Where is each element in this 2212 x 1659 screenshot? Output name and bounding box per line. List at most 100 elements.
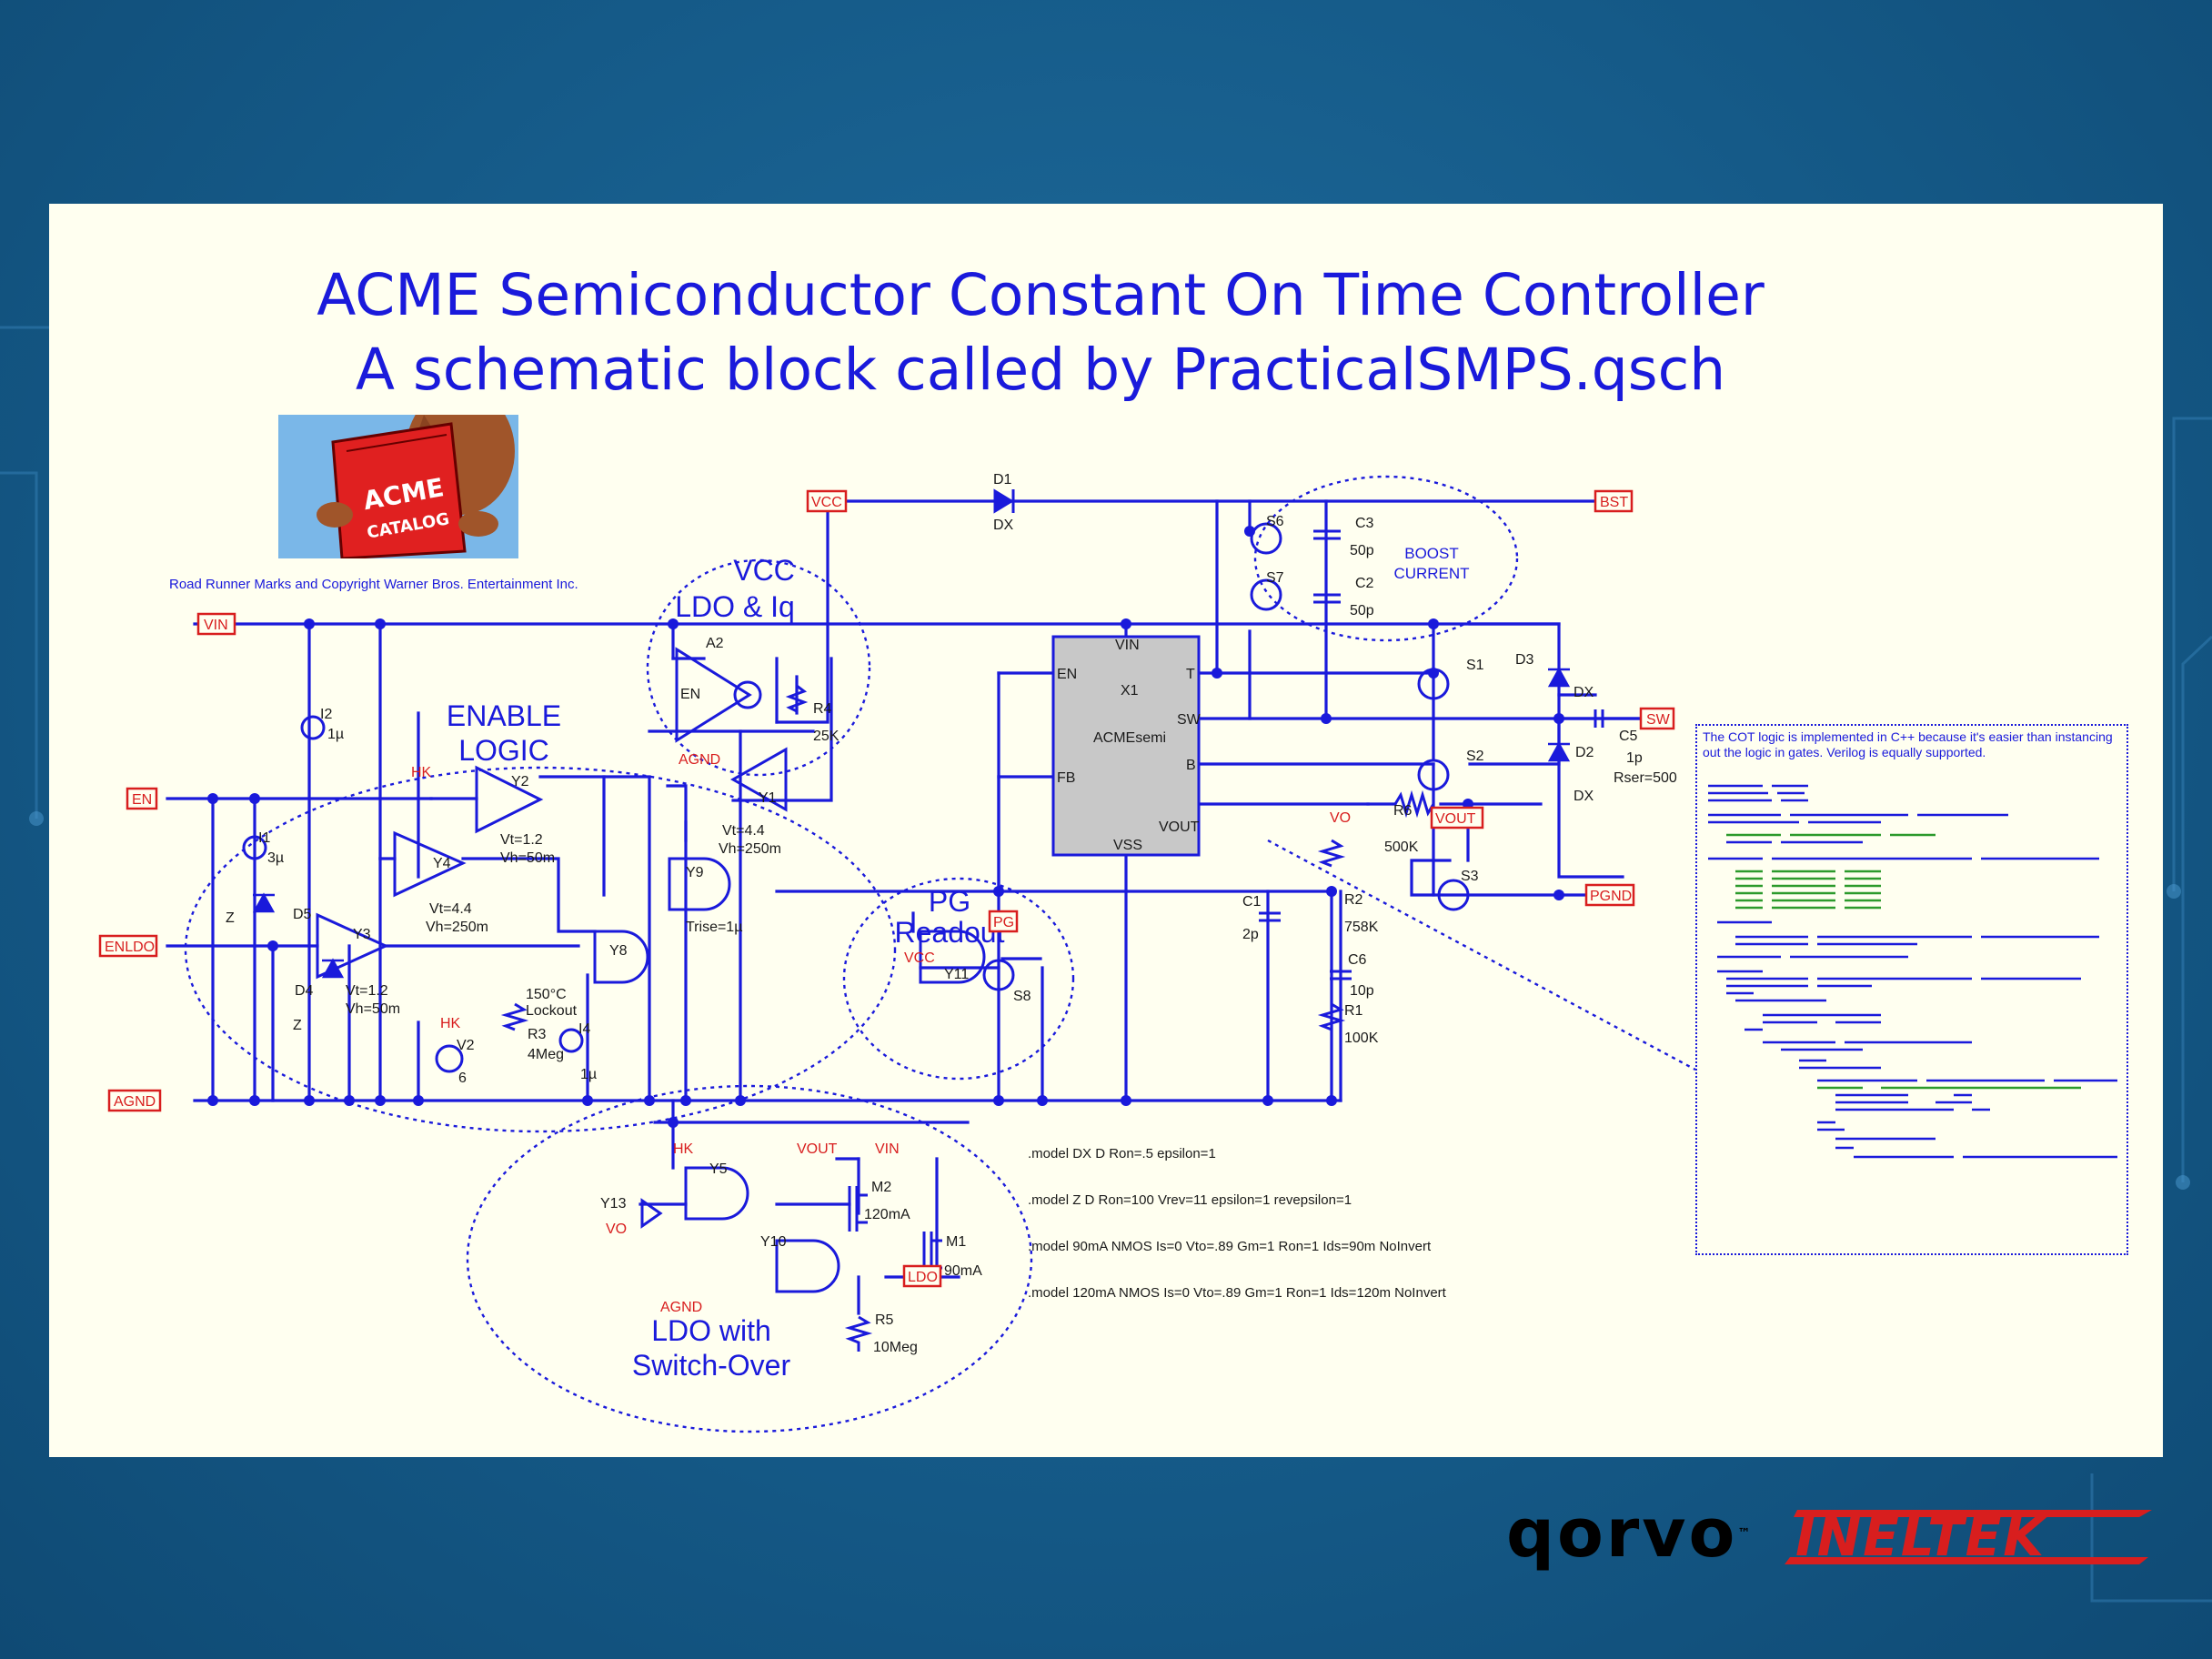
net-label-vin-2: VIN [875, 1141, 900, 1157]
gate-y9 [668, 857, 731, 911]
c2-label: C2 [1355, 576, 1374, 591]
resistor-r1 [1317, 1002, 1346, 1031]
switch-s2 [1417, 759, 1450, 791]
net-label-en: EN [132, 792, 152, 808]
c5-rser: Rser=500 [1614, 770, 1677, 786]
y11-label: Y11 [944, 967, 969, 982]
resistor-r4 [785, 684, 809, 713]
buffer-y13 [640, 1198, 663, 1229]
d5-model: Z [226, 910, 235, 926]
x1-part-name: ACMEsemi [1093, 730, 1166, 746]
acme-catalog-image: ACME CATALOG [278, 415, 518, 558]
c3-label: C3 [1355, 516, 1374, 531]
model-120ma: .model 120mA NMOS Is=0 Vto=.89 Gm=1 Ron=… [1028, 1285, 1446, 1301]
resistor-r6 [1393, 789, 1435, 819]
y3-vt: Vt=1.2 [346, 983, 388, 999]
y2-label: Y2 [511, 774, 529, 789]
switch-s6 [1250, 522, 1282, 555]
gate-y5 [684, 1166, 749, 1221]
x1-pin-vin: VIN [1115, 638, 1140, 653]
r6-value: 500K [1384, 840, 1419, 855]
resistor-r2 [1317, 839, 1346, 868]
i1-value: 3µ [267, 850, 284, 866]
net-label-vout: VOUT [1435, 811, 1476, 827]
d1-model: DX [993, 518, 1014, 533]
mosfet-m2 [848, 1186, 868, 1232]
net-label-ldo: LDO [908, 1270, 938, 1285]
diode-d2 [1547, 741, 1571, 762]
v2-label: V2 [457, 1038, 475, 1053]
comparator-y1 [729, 747, 788, 812]
net-label-vcc: VCC [811, 495, 842, 510]
resistor-r5 [844, 1315, 873, 1352]
r2-label: R2 [1344, 892, 1363, 908]
x1-acmesemi-ic [1051, 635, 1201, 857]
qorvo-wordmark: qorvo [1506, 1494, 1738, 1573]
m1-label: M1 [946, 1234, 966, 1250]
s2-label: S2 [1466, 749, 1484, 764]
ineltek-logo: INELTEK [1779, 1497, 2161, 1570]
y4-vt: Vt=4.4 [429, 901, 472, 917]
comparator-y4 [393, 830, 467, 898]
model-dx: .model DX D Ron=.5 epsilon=1 [1028, 1146, 1216, 1161]
c1-value: 2p [1242, 927, 1259, 942]
c5-label: C5 [1619, 729, 1638, 744]
y10-label: Y10 [760, 1234, 787, 1250]
switch-s3 [1437, 879, 1470, 911]
current-source-i2 [300, 715, 326, 740]
x1-pin-vss: VSS [1113, 838, 1142, 853]
qorvo-logo: qorvo™ [1506, 1497, 1752, 1570]
ineltek-wordmark: INELTEK [1795, 1506, 2047, 1568]
code-pointer-line [1267, 839, 1696, 1071]
s3-label: S3 [1461, 869, 1479, 884]
d5-label: D5 [293, 907, 312, 922]
net-label-vin: VIN [204, 618, 228, 633]
capacitor-c1 [1259, 911, 1281, 922]
d4-label: D4 [295, 983, 314, 999]
net-label-hk-1: HK [411, 765, 432, 780]
cpp-code-panel: The COT logic is implemented in C++ beca… [1695, 724, 2128, 1255]
d2-model: DX [1574, 789, 1594, 804]
ldo-switchover-boundary [466, 1084, 1033, 1433]
ldo-switchover-label-2: Switch-Over [632, 1349, 791, 1382]
x1-pin-fb: FB [1057, 770, 1075, 786]
code-panel-heading: The COT logic is implemented in C++ beca… [1703, 729, 2113, 759]
c3-value: 50p [1350, 543, 1374, 558]
lockout-label-2: Lockout [526, 1003, 578, 1019]
boost-current-label-1: BOOST [1404, 545, 1459, 562]
qorvo-trademark: ™ [1737, 1526, 1754, 1541]
comparator-y3 [316, 912, 389, 980]
y1-vt: Vt=4.4 [722, 823, 765, 839]
net-label-bst: BST [1600, 495, 1628, 510]
mosfet-m1 [922, 1232, 942, 1277]
comparator-y2 [475, 765, 544, 834]
m2-value: 120mA [864, 1207, 910, 1222]
m1-value: 90mA [944, 1263, 982, 1279]
slide-title-line-2: A schematic block called by PracticalSMP… [355, 337, 1726, 403]
net-label-sw: SW [1646, 712, 1671, 728]
diode-d3 [1547, 667, 1571, 688]
d2-label: D2 [1575, 745, 1594, 760]
capacitor-c3 [1313, 529, 1341, 540]
pg-readout-label-2: Readout [895, 916, 1005, 949]
i1-label: I1 [258, 830, 270, 846]
code-lines-graphic [1708, 784, 2117, 1159]
a2-en-pin: EN [680, 687, 700, 702]
amplifier-a2 [675, 647, 752, 743]
model-z: .model Z D Ron=100 Vrev=11 epsilon=1 rev… [1028, 1192, 1352, 1208]
r3-value: 4Meg [528, 1047, 564, 1062]
pg-readout-label-1: PG [929, 885, 970, 918]
c5-value: 1p [1626, 750, 1643, 766]
y2-vt: Vt=1.2 [500, 832, 543, 848]
voltage-source-v2 [435, 1044, 464, 1073]
y9-label: Y9 [686, 865, 704, 880]
s7-label: S7 [1266, 570, 1284, 586]
slide-title-line-1: ACME Semiconductor Constant On Time Cont… [317, 262, 1765, 328]
capacitor-c2 [1313, 593, 1341, 604]
y4-label: Y4 [433, 856, 451, 871]
vcc-ldo-label-1: VCC [733, 554, 795, 587]
transconductance-a2 [733, 680, 762, 709]
y2-vh: Vh=50m [500, 850, 555, 866]
boost-current-boundary [1253, 475, 1519, 642]
i2-value: 1µ [327, 727, 344, 742]
